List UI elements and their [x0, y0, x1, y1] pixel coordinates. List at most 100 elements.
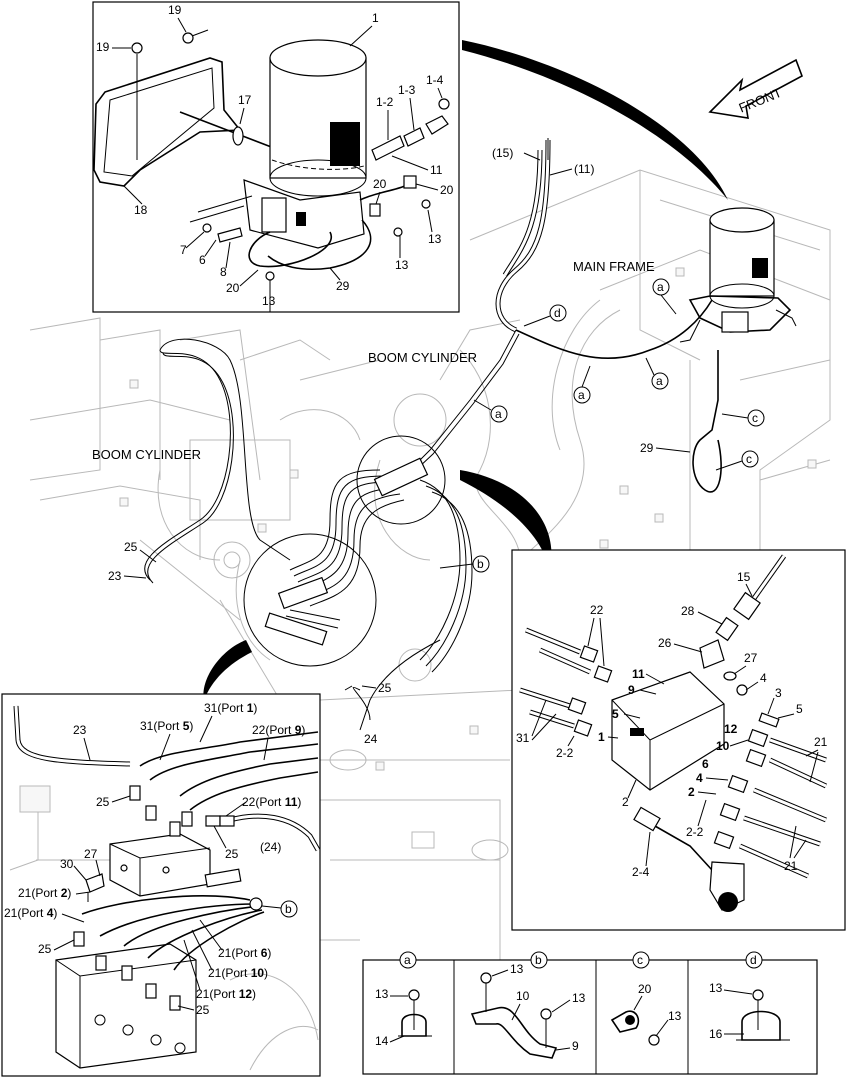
- callout-b-main: b: [439, 555, 490, 573]
- detail-box-b: b 13 10 13 9: [470, 951, 586, 1059]
- hose-23-label: 23: [108, 569, 122, 583]
- callout-c-1: c: [721, 409, 765, 427]
- callout-a-3: a: [645, 357, 669, 390]
- part-19-label-b: 19: [96, 40, 110, 54]
- part-21-label-b: 21: [784, 859, 798, 873]
- callout-b-left: b: [261, 900, 298, 918]
- port-9-num: 9: [628, 683, 635, 697]
- part-13-label-a: 13: [428, 232, 442, 246]
- port-2-num: 2: [688, 785, 695, 799]
- hose-29-label: 29: [640, 441, 654, 455]
- callout-c-2: c: [715, 450, 759, 471]
- left-25-label-a: 25: [96, 795, 110, 809]
- part-11-label: 11: [430, 163, 443, 177]
- left-23-label: 23: [73, 723, 87, 737]
- part-20-label-c: 20: [226, 281, 240, 295]
- ref-11-label: (11): [574, 162, 594, 176]
- port-11-num: 11: [632, 667, 645, 681]
- part-20-label-b: 20: [440, 183, 454, 197]
- part-number-label: c: [752, 411, 758, 425]
- part-number-label: a: [404, 953, 411, 967]
- port-4-num: 4: [696, 771, 703, 785]
- part-number-label: a: [578, 388, 585, 402]
- part-number-label: 13: [668, 1009, 682, 1023]
- port-1-label: 31(Port 1): [204, 701, 257, 715]
- top-inset-panel: [92, 1, 460, 313]
- part-22-label: 22: [590, 603, 604, 617]
- zoom-circles: [243, 435, 446, 667]
- left-30-label: 30: [60, 857, 74, 871]
- front-arrow: FRONT: [708, 58, 803, 119]
- part-2-label: 2: [622, 795, 629, 809]
- part-number-label: 14: [375, 1034, 389, 1048]
- hose-25-label-b: 25: [378, 681, 392, 695]
- port-5-label: 31(Port 5): [140, 719, 193, 733]
- part-number-label: b: [535, 953, 542, 967]
- left-panel-port-labels: 31(Port 1) 31(Port 5) 22(Port 9) 22(Port…: [4, 701, 305, 1001]
- part-8-label: 8: [220, 265, 227, 279]
- part-19-label-a: 19: [168, 3, 182, 17]
- main-frame-pump: [679, 207, 797, 343]
- hose-25-label-a: 25: [124, 540, 138, 554]
- part-2-2-label-b: 2-2: [686, 825, 704, 839]
- callout-d: d: [523, 304, 567, 327]
- part-number-label: a: [656, 374, 663, 388]
- part-31-label: 31: [516, 731, 530, 745]
- part-21-label-a: 21: [814, 735, 828, 749]
- port-4-label: 21(Port 4): [4, 906, 57, 920]
- left-inset-panel: [1, 693, 321, 1077]
- port-2-label: 21(Port 2): [18, 886, 71, 900]
- port-6-label: 21(Port 6): [218, 946, 271, 960]
- port-12-label: 21(Port 12): [196, 987, 256, 1001]
- port-10-label: 21(Port 10): [208, 966, 268, 980]
- left-25-label-c: 25: [38, 942, 52, 956]
- callout-a-1: a: [652, 278, 677, 315]
- part-3-label: 3: [775, 686, 782, 700]
- front-label: FRONT: [737, 85, 784, 116]
- part-17-label: 17: [238, 93, 252, 107]
- callout-a-2: a: [573, 365, 591, 404]
- part-number-label: 13: [375, 987, 389, 1001]
- part-15-label: 15: [737, 570, 751, 584]
- part-1-3-label: 1-3: [398, 83, 416, 97]
- part-number-label: b: [477, 557, 484, 571]
- part-number-label: b: [285, 902, 292, 916]
- hose-24-label: 24: [364, 732, 378, 746]
- part-number-label: 13: [709, 981, 723, 995]
- part-7-label: 7: [180, 243, 187, 257]
- part-number-label: a: [657, 280, 664, 294]
- left-25-label-b: 25: [225, 847, 239, 861]
- port-9-label: 22(Port 9): [252, 723, 305, 737]
- ref-15-label: (15): [492, 146, 513, 160]
- main-hose-routing: [144, 138, 722, 731]
- machine-background: [29, 169, 831, 1061]
- boom-cylinder-label-right: BOOM CYLINDER: [368, 350, 477, 365]
- part-20-label-a: 20: [373, 177, 387, 191]
- part-6-label: 6: [199, 253, 206, 267]
- main-frame-label: MAIN FRAME: [573, 259, 655, 274]
- part-number-label: d: [554, 306, 561, 320]
- part-number-label: a: [495, 407, 502, 421]
- port-10-num: 10: [716, 739, 730, 753]
- left-24-ref-label: (24): [260, 840, 281, 854]
- part-26-label: 26: [658, 636, 672, 650]
- part-18-label: 18: [134, 203, 148, 217]
- left-25-label-d: 25: [196, 1003, 210, 1017]
- part-1-4-label: 1-4: [426, 73, 444, 87]
- port-6-num: 6: [702, 757, 709, 771]
- part-number-label: 13: [510, 962, 524, 976]
- port-1-num: 1: [598, 730, 605, 744]
- part-number-label: 20: [638, 982, 652, 996]
- detail-box-c: c 20 13: [610, 951, 682, 1046]
- part-number-label: 16: [709, 1027, 723, 1041]
- boom-cylinder-label-left: BOOM CYLINDER: [92, 447, 201, 462]
- part-2-4-label: 2-4: [632, 865, 650, 879]
- part-27-label: 27: [744, 651, 758, 665]
- detail-box-frame: [362, 959, 818, 1075]
- part-number-label: 13: [572, 991, 586, 1005]
- part-5-label: 5: [796, 702, 803, 716]
- port-5-num: 5: [612, 707, 619, 721]
- part-29-label: 29: [336, 279, 350, 293]
- port-11-label: 22(Port 11): [242, 795, 301, 809]
